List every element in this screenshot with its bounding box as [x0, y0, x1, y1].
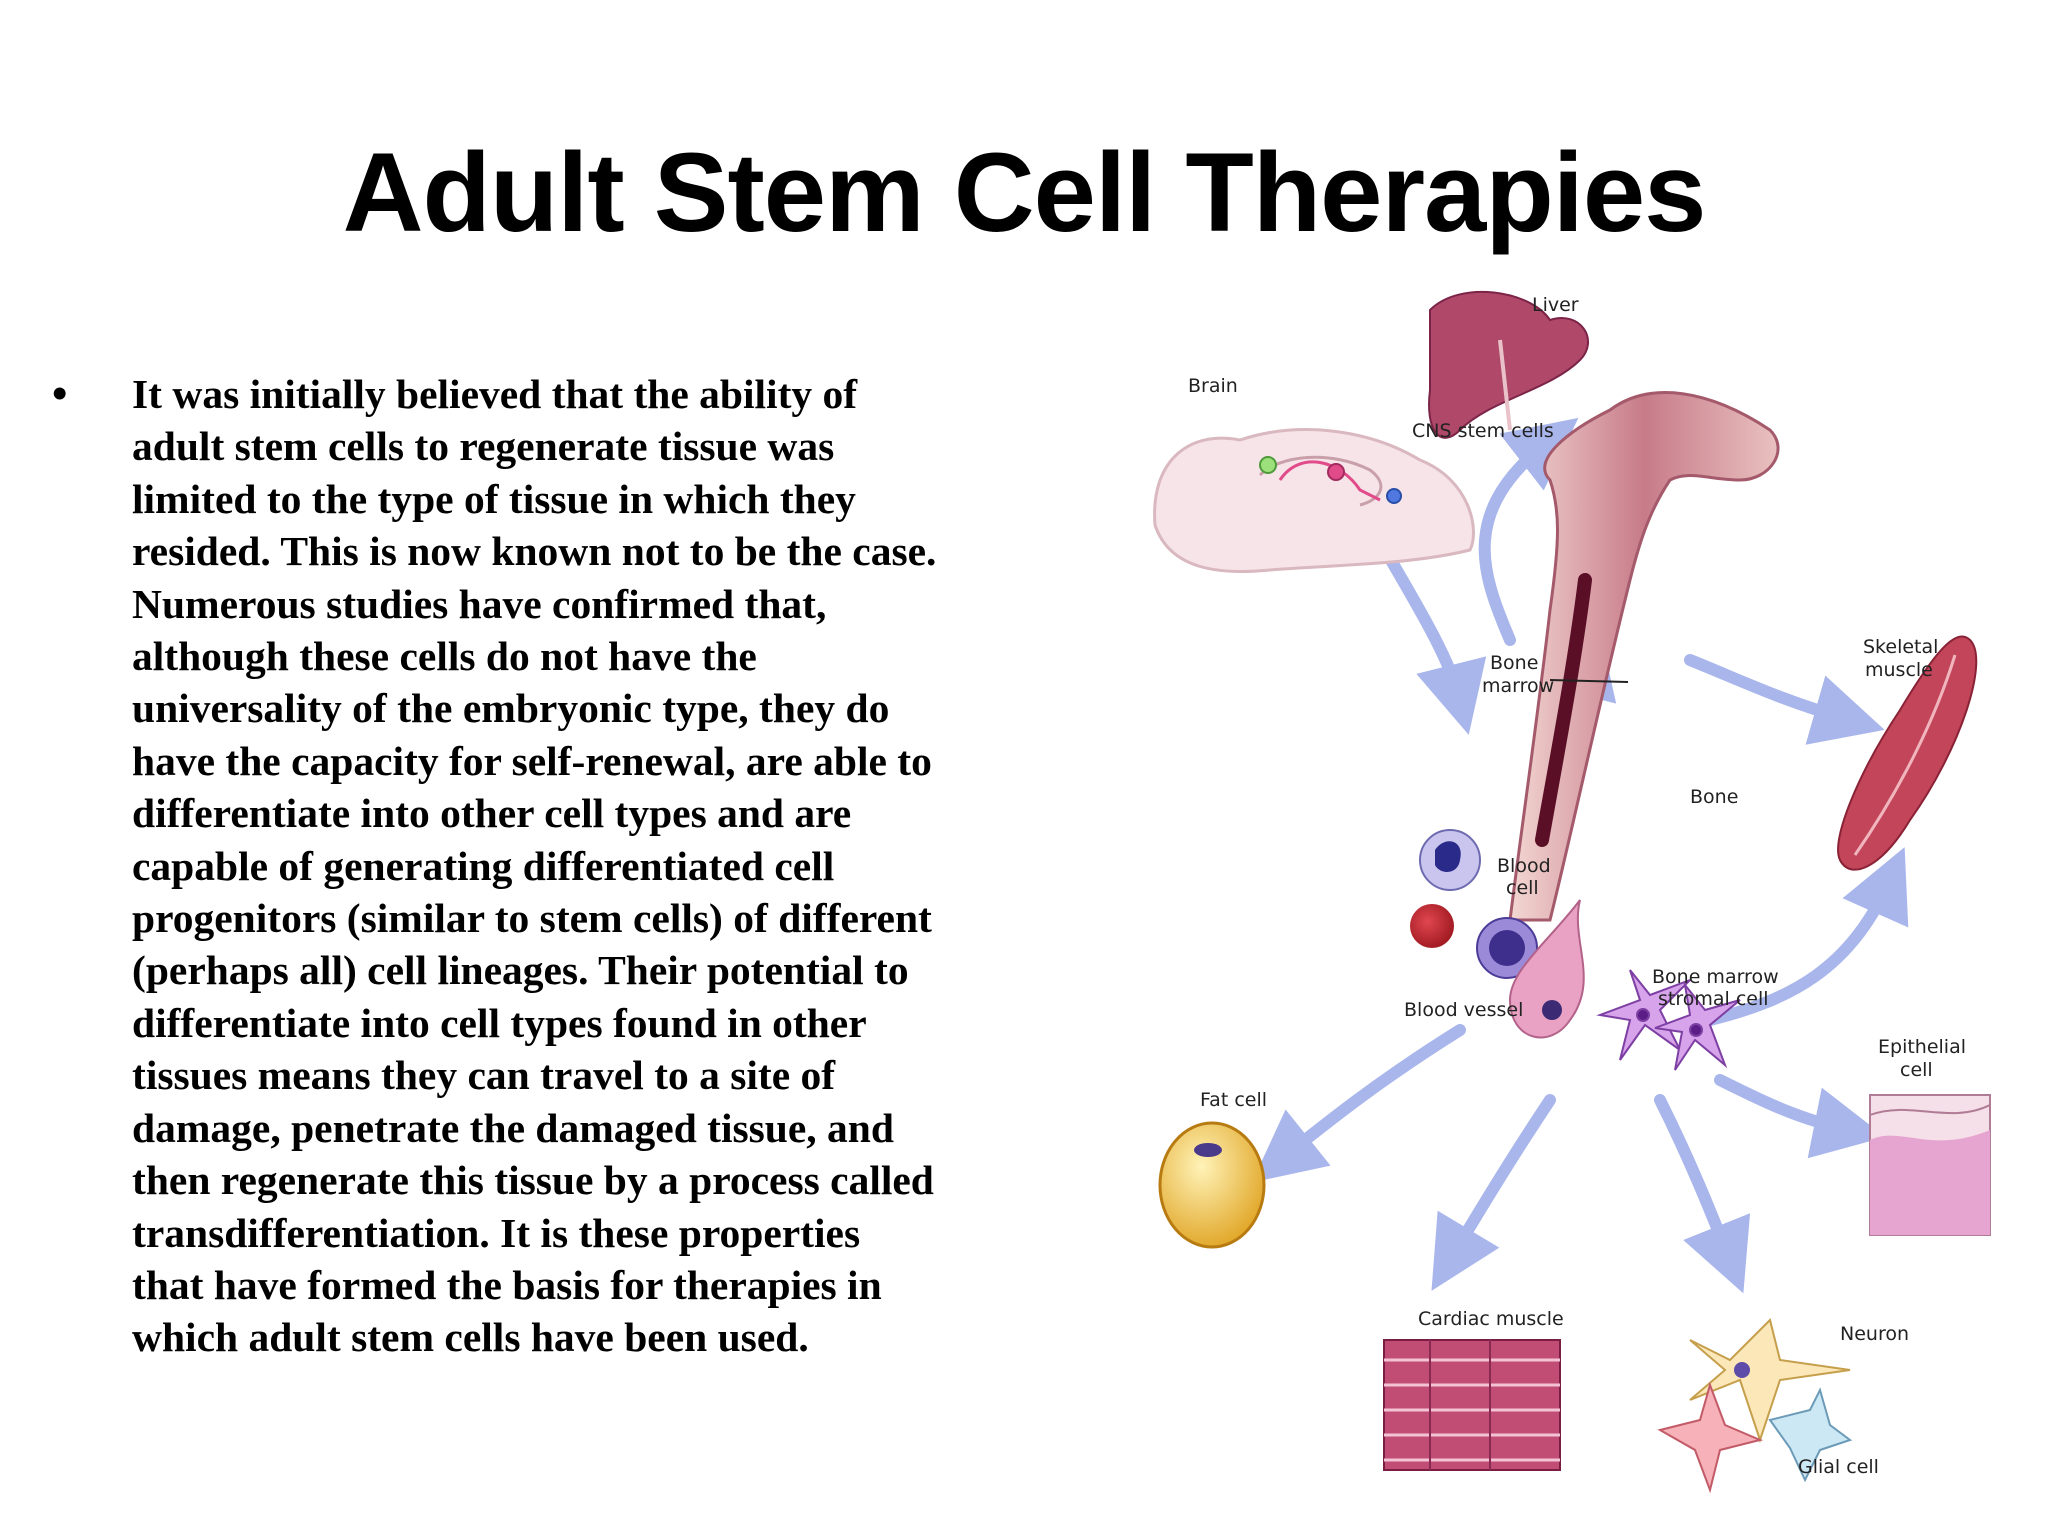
body-line: differentiate into cell types found in o… [132, 999, 867, 1046]
stem-cell-diagram: Liver [1153, 290, 1991, 1494]
body-line: capable of generating differentiated cel… [132, 842, 835, 889]
label-skeletal-muscle-1: Skeletal [1863, 636, 1938, 658]
cns-pathway-visible [1278, 460, 1381, 502]
label-liver: Liver [1532, 294, 1579, 316]
cns-dot-blue-visible-final [1386, 488, 1402, 504]
arrow-to-neuron [1654, 1094, 1751, 1294]
arrow-to-liver [1478, 417, 1579, 646]
label-blood-cell-2: cell [1506, 877, 1539, 899]
body-line: then regenerate this tissue by a process… [132, 1157, 934, 1204]
skeletal-muscle [1837, 635, 1978, 871]
differentiation-arrows [1251, 417, 1909, 1294]
arrow-to-fat-cell [1251, 1024, 1466, 1183]
body-line: tissues means they can travel to a site … [132, 1052, 836, 1099]
arrow-to-epithelial-cell [1714, 1074, 1886, 1159]
cardiac-muscle-tissue [1383, 1339, 1561, 1471]
label-stromal-cell-2: stromal cell [1658, 988, 1769, 1010]
label-epithelial-cell-1: Epithelial [1878, 1036, 1966, 1058]
brain-cns-stem-cells [1295, 589, 1375, 610]
body-line: resided. This is now known not to be the… [132, 528, 937, 575]
label-blood-vessel: Blood vessel [1404, 999, 1523, 1021]
body-line: that have formed the basis for therapies… [132, 1261, 882, 1308]
label-cns-stem-cells: CNS stem cells [1412, 420, 1554, 442]
neurons [1657, 1318, 1853, 1494]
cns-dot-2 [1327, 463, 1345, 481]
body-line: Numerous studies have confirmed that, [132, 580, 827, 627]
slide-title: Adult Stem Cell Therapies [342, 130, 1707, 255]
body-line: adult stem cells to regenerate tissue wa… [132, 423, 835, 470]
red-blood-cell [1410, 904, 1454, 948]
body-line: It was initially believed that the abili… [132, 371, 858, 417]
arrow-to-skeletal-muscle [1684, 654, 1885, 745]
stromal-cells [1596, 969, 1741, 1071]
body-line: differentiate into other cell types and … [132, 790, 852, 837]
bullet-paragraph: It was initially believed that the abili… [132, 368, 1092, 1364]
label-bone: Bone [1690, 786, 1738, 808]
bullet-marker: • [52, 369, 68, 418]
label-bone-marrow-2: marrow [1482, 675, 1554, 697]
arrow-to-cardiac-muscle [1431, 1094, 1556, 1291]
arrow-brain-to-blood [1379, 544, 1487, 735]
body-line: transdifferentiation. It is these proper… [132, 1209, 861, 1256]
arrow-to-skeletal-muscle-2 [1704, 847, 1909, 1026]
cns-pathway [1290, 586, 1380, 610]
body-line: damage, penetrate the damaged tissue, an… [132, 1104, 894, 1151]
label-epithelial-cell-2: cell [1900, 1059, 1933, 1081]
body-line: progenitors (similar to stem cells) of d… [132, 895, 932, 942]
fat-cell [1158, 1121, 1266, 1249]
epithelial-tissue [1869, 1094, 1991, 1236]
blood-vessel-cell [1508, 899, 1585, 1039]
label-neuron: Neuron [1840, 1323, 1909, 1345]
bone-marrow-pointer [1549, 679, 1629, 683]
body-line: which adult stem cells have been used. [132, 1314, 809, 1361]
body-line: although these cells do not have the [132, 633, 757, 680]
body-line: have the capacity for self-renewal, are … [132, 737, 932, 784]
label-cardiac-muscle: Cardiac muscle [1418, 1308, 1564, 1330]
liver-organ [1428, 290, 1590, 439]
label-blood-cell-1: Blood [1497, 855, 1551, 877]
label-skeletal-muscle-2: muscle [1865, 659, 1933, 681]
body-line: limited to the type of tissue in which t… [132, 475, 856, 522]
label-bone-marrow-1: Bone [1490, 652, 1538, 674]
body-line: (perhaps all) cell lineages. Their poten… [132, 947, 909, 994]
label-brain: Brain [1188, 375, 1238, 397]
brain-organ [1153, 428, 1475, 573]
label-stromal-cell-1: Bone marrow [1652, 966, 1779, 988]
bone [1508, 391, 1780, 922]
label-fat-cell: Fat cell [1200, 1089, 1267, 1111]
label-glial-cell: Glial cell [1798, 1456, 1879, 1478]
blood-cells [1410, 829, 1538, 979]
cns-dot-1 [1259, 456, 1277, 474]
body-line: universality of the embryonic type, they… [132, 685, 890, 732]
